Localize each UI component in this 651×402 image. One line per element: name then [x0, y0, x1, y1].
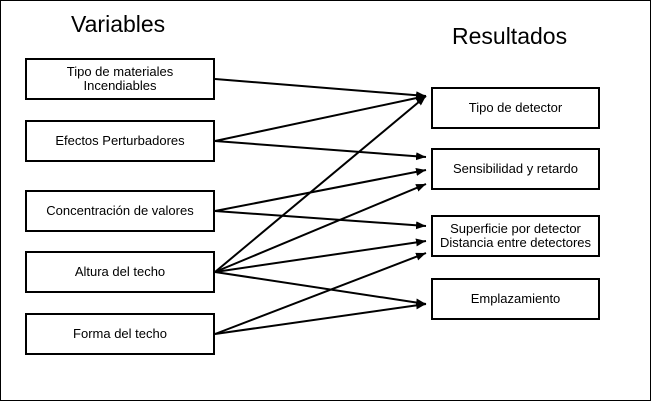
variable-box-concentracion-valores: Concentración de valores: [25, 190, 215, 232]
arrow-altura-techo-to-emplazamiento: [214, 271, 427, 307]
variable-box-altura-techo: Altura del techo: [25, 251, 215, 293]
results-heading: Resultados: [452, 23, 568, 49]
variable-box-efectos-perturbadores: Efectos Perturbadores: [25, 120, 215, 162]
arrow-altura-techo-to-superficie-distancia: [214, 238, 427, 273]
variable-box-label: Tipo de materiales: [66, 64, 174, 79]
arrow-altura-techo-to-sensibilidad-retardo: [214, 183, 427, 273]
result-box-label: Emplazamiento: [470, 291, 561, 306]
arrow-efectos-perturbadores-to-tipo-detector: [214, 94, 427, 142]
result-box-label: Tipo de detector: [468, 100, 563, 115]
variables-heading: Variables: [71, 11, 166, 37]
arrow-forma-techo-to-emplazamiento: [214, 301, 427, 335]
arrow-altura-techo-to-tipo-detector: [214, 95, 427, 273]
variable-box-label: Incendiables: [83, 78, 157, 93]
arrow-concentracion-valores-to-sensibilidad-retardo: [214, 167, 427, 212]
arrow-concentracion-valores-to-superficie-distancia: [214, 210, 427, 230]
variable-box-forma-techo: Forma del techo: [25, 313, 215, 355]
variable-box-label: Concentración de valores: [46, 203, 194, 218]
result-box-label: Superficie por detector: [450, 221, 581, 236]
result-box-emplazamiento: Emplazamiento: [431, 278, 600, 320]
result-box-sensibilidad-retardo: Sensibilidad y retardo: [431, 148, 600, 190]
variable-box-label: Altura del techo: [74, 264, 166, 279]
arrow-forma-techo-to-superficie-distancia: [214, 252, 427, 335]
variable-box-label: Efectos Perturbadores: [55, 133, 185, 148]
result-box-label: Distancia entre detectores: [439, 235, 592, 250]
arrow-tipo-materiales-to-tipo-detector: [214, 78, 427, 100]
result-box-tipo-detector: Tipo de detector: [431, 87, 600, 129]
result-box-label: Sensibilidad y retardo: [452, 161, 579, 176]
arrow-efectos-perturbadores-to-sensibilidad-retardo: [214, 140, 427, 161]
variable-box-label: Forma del techo: [73, 326, 167, 341]
